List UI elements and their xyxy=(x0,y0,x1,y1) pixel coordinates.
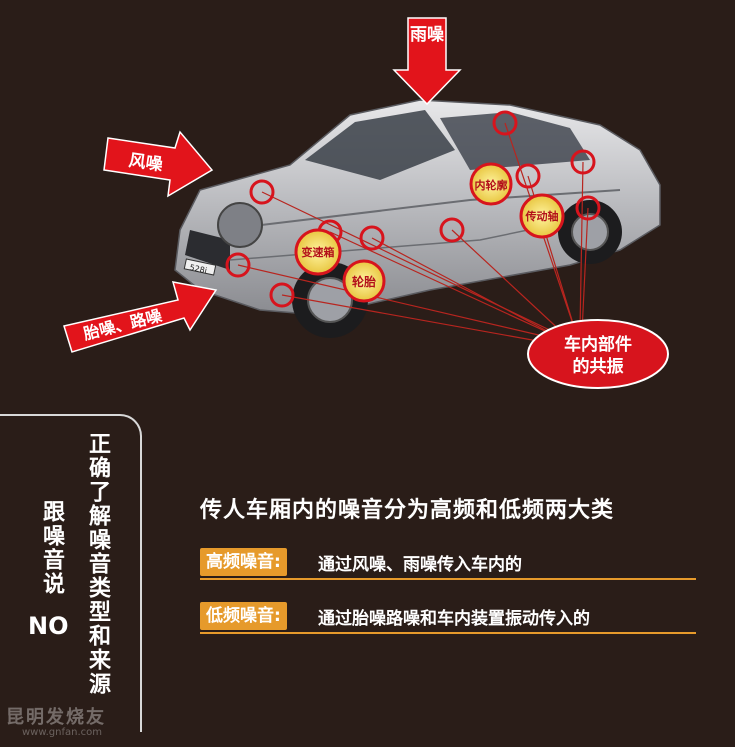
part-drive-shaft: 传动轴 xyxy=(519,193,565,239)
rain-arrow: 雨噪 xyxy=(392,17,462,106)
part-tire: 轮胎 xyxy=(342,259,386,303)
desc-high-frequency: 通过风噪、雨噪传入车内的 xyxy=(318,555,522,575)
part-gearbox: 变速箱 xyxy=(294,228,342,276)
resonance-lines xyxy=(237,122,589,346)
marker-circle xyxy=(515,163,541,189)
marker-circle xyxy=(439,217,465,243)
tire-arrow: 胎噪、路噪 xyxy=(63,281,218,353)
watermark-url: www.gnfan.com xyxy=(22,727,103,738)
resonance-line1: 车内部件 xyxy=(564,334,632,355)
resonance-badge: 车内部件 的共振 xyxy=(527,319,669,389)
marker-circle xyxy=(225,252,251,278)
divider-line xyxy=(200,632,696,634)
tag-low-frequency: 低频噪音: xyxy=(200,602,287,630)
label-drive-shaft: 传动轴 xyxy=(525,209,559,223)
svg-text:雨噪: 雨噪 xyxy=(410,25,445,45)
left-panel-no: NO xyxy=(28,612,69,640)
marker-circle xyxy=(492,110,518,136)
tire-label: 胎噪、路噪 xyxy=(82,306,165,344)
marker-circle xyxy=(575,195,601,221)
label-gearbox: 变速箱 xyxy=(302,245,335,259)
desc-low-frequency: 通过胎噪路噪和车内装置振动传入的 xyxy=(318,609,590,629)
tag-high-frequency: 高频噪音: xyxy=(200,548,287,576)
left-panel-frame xyxy=(0,414,142,732)
part-inner-wheel: 内轮廓 xyxy=(469,162,513,206)
license-plate: 528i xyxy=(189,263,208,275)
marker-circle xyxy=(570,149,596,175)
headline: 传人车厢内的噪音分为高频和低频两大类 xyxy=(200,498,615,523)
label-inner-wheel: 内轮廓 xyxy=(475,178,508,192)
label-tire: 轮胎 xyxy=(352,274,376,289)
wind-arrow: 风噪 xyxy=(103,130,214,198)
noise-markers xyxy=(225,110,601,308)
wind-label: 风噪 xyxy=(127,151,164,176)
marker-circle xyxy=(359,225,385,251)
divider-line xyxy=(200,578,696,580)
left-panel-sub-text: 跟噪音说 xyxy=(39,500,64,596)
rain-label: 雨噪 xyxy=(410,25,445,45)
watermark: 昆明发烧友 xyxy=(6,707,106,728)
marker-circle xyxy=(269,282,295,308)
left-panel-main-text: 正确了解噪音类型和来源 xyxy=(85,432,110,696)
resonance-line2: 的共振 xyxy=(573,356,624,377)
marker-circle xyxy=(249,179,275,205)
